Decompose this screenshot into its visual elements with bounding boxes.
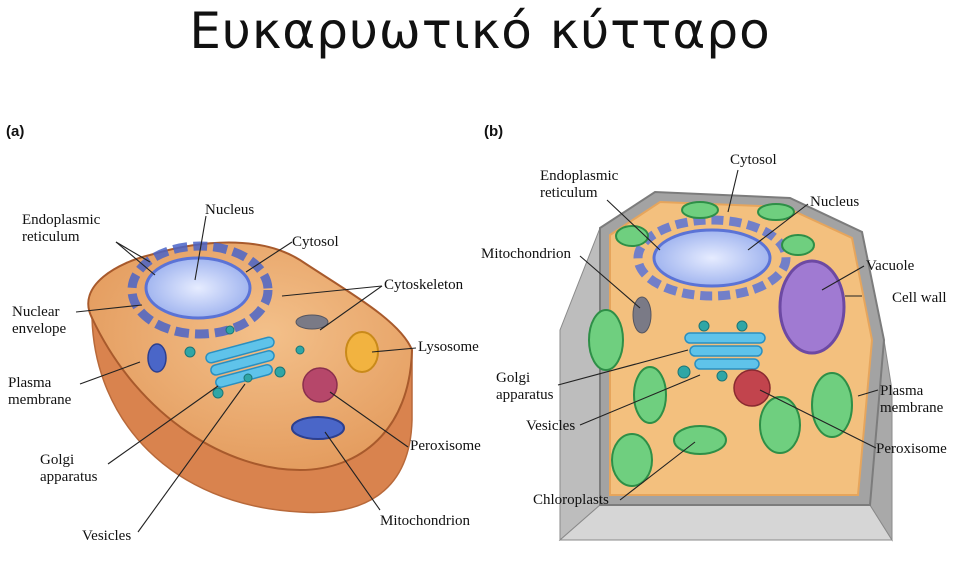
animal-nucleus (144, 256, 252, 320)
plant-golgi (684, 332, 766, 370)
golgi-apparatus (205, 336, 275, 388)
label-a-cytoskeleton: Cytoskeleton (384, 277, 464, 293)
label-a-vesicles: Vesicles (82, 528, 132, 544)
peroxisome (302, 367, 338, 403)
label-a-nuclear-envelope: Nuclear envelope (12, 304, 67, 337)
vacuole (778, 259, 846, 355)
label-a-lysosome: Lysosome (418, 339, 479, 355)
endoplasmic-reticulum (127, 241, 273, 339)
page-title: Ευκαρυωτικό κύτταρο (189, 2, 771, 60)
mitochondrion (291, 416, 345, 440)
animal-cell (87, 241, 414, 514)
label-b-cytosol: Cytosol (730, 152, 777, 168)
label-b-chloroplasts: Chloroplasts (533, 492, 609, 508)
panel-a-label: (a) (6, 123, 25, 140)
label-a-mitochondrion: Mitochondrion (380, 513, 470, 529)
label-b-cell-wall: Cell wall (892, 290, 947, 306)
plant-peroxisome (733, 369, 771, 407)
label-a-nucleus: Nucleus (205, 202, 255, 218)
label-a-plasma-membrane: Plasma membrane (8, 375, 72, 408)
label-b-nucleus: Nucleus (810, 194, 860, 210)
label-b-mitochondrion: Mitochondrion (481, 246, 571, 262)
panel-b-label: (b) (484, 123, 504, 140)
plant-mitochondrion (632, 296, 652, 334)
leader-lines-b (557, 169, 879, 501)
label-b-plasma-membrane: Plasma membrane (880, 383, 944, 416)
label-b-peroxisome: Peroxisome (876, 441, 947, 457)
label-b-golgi-apparatus: Golgi apparatus (496, 370, 554, 403)
cell-wall-front (558, 504, 893, 541)
chloroplasts (588, 201, 853, 487)
label-a-cytosol: Cytosol (292, 234, 339, 250)
plant-nucleus (652, 228, 772, 288)
leader-lines-a (75, 215, 417, 533)
label-a-peroxisome: Peroxisome (410, 438, 481, 454)
label-a-golgi-apparatus: Golgi apparatus (40, 452, 98, 485)
label-b-vesicles: Vesicles (526, 418, 576, 434)
label-a-endoplasmic-reticulum: Endoplasmic reticulum (22, 212, 101, 245)
label-b-endoplasmic-reticulum: Endoplasmic reticulum (540, 168, 619, 201)
plant-cell (558, 190, 893, 542)
label-b-vacuole: Vacuole (866, 258, 915, 274)
